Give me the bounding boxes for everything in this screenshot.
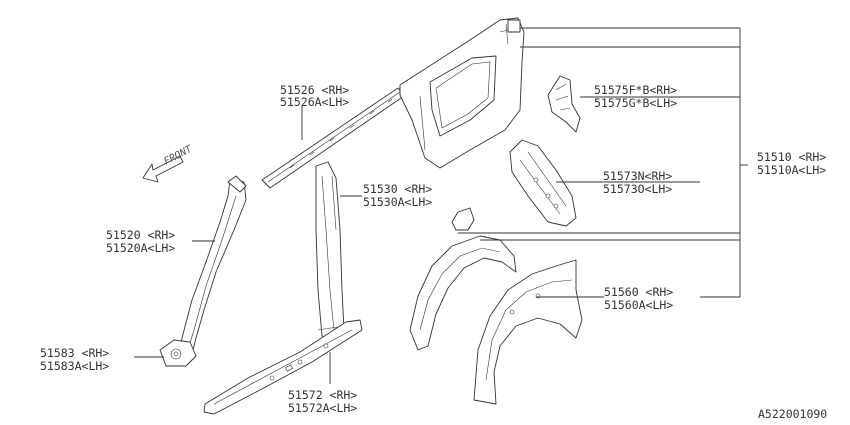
label-51572: 51572 <RH> 51572A<LH> [288,388,357,415]
svg-text:51575G*B<LH>: 51575G*B<LH> [594,96,677,110]
part-51520-drawing [177,175,247,365]
part-bracket-drawing [451,207,475,231]
label-51575: 51575F*B<RH> 51575G*B<LH> [594,83,677,110]
svg-text:51583 <RH>: 51583 <RH> [40,346,109,360]
svg-text:51560A<LH>: 51560A<LH> [604,298,673,312]
front-arrow-icon [142,155,184,183]
label-51573: 51573N<RH> 51573O<LH> [603,169,672,196]
label-51520: 51520 <RH> 51520A<LH> [106,228,175,255]
svg-text:51573N<RH>: 51573N<RH> [603,169,672,183]
part-51572-drawing [203,319,363,415]
svg-text:51526A<LH>: 51526A<LH> [280,95,349,109]
part-51560-inner-drawing [409,235,517,351]
svg-text:51530 <RH>: 51530 <RH> [363,182,432,196]
part-51575-drawing [547,75,581,133]
part-51510-drawing [399,17,525,169]
svg-text:51575F*B<RH>: 51575F*B<RH> [594,83,677,97]
label-51530: 51530 <RH> 51530A<LH> [363,182,432,209]
label-51526: 51526 <RH> 51526A<LH> [280,83,349,109]
svg-text:51510A<LH>: 51510A<LH> [757,163,826,177]
label-51510: 51510 <RH> 51510A<LH> [757,150,826,177]
leader-lines [134,27,748,384]
diagram-id: A522001090 [758,407,827,421]
svg-text:51530A<LH>: 51530A<LH> [363,195,432,209]
part-51530-drawing [315,161,345,339]
label-51560: 51560 <RH> 51560A<LH> [604,285,673,312]
part-51583-drawing [159,339,197,367]
svg-text:51520 <RH>: 51520 <RH> [106,228,175,242]
svg-text:51573O<LH>: 51573O<LH> [603,182,672,196]
svg-text:51583A<LH>: 51583A<LH> [40,359,109,373]
part-51560-outer-drawing [473,259,583,405]
svg-text:51572 <RH>: 51572 <RH> [288,388,357,402]
svg-text:51520A<LH>: 51520A<LH> [106,241,175,255]
part-51573-drawing [509,139,577,227]
svg-text:51560 <RH>: 51560 <RH> [604,285,673,299]
svg-text:51510 <RH>: 51510 <RH> [757,150,826,164]
svg-text:51526 <RH>: 51526 <RH> [280,83,349,97]
svg-text:51572A<LH>: 51572A<LH> [288,401,357,415]
label-51583: 51583 <RH> 51583A<LH> [40,346,109,373]
